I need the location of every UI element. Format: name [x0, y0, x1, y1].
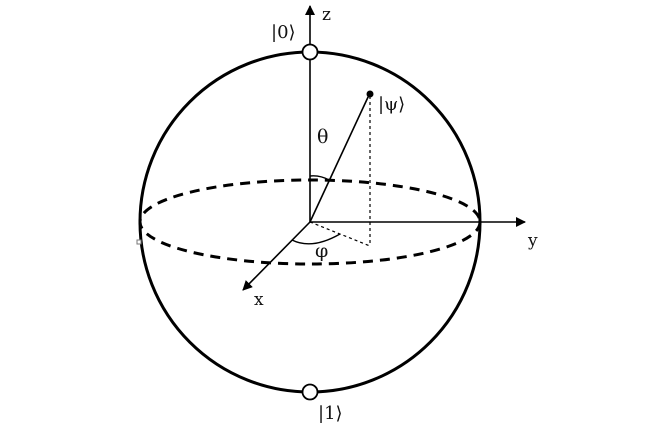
edge-marker [136, 239, 142, 245]
y-axis-label: y [527, 231, 538, 251]
phi-label: φ [315, 240, 328, 262]
north-pole-marker [301, 43, 319, 61]
psi-point [366, 90, 374, 98]
x-axis [242, 221, 311, 291]
ket-one-label: |1⟩ [318, 403, 343, 424]
phi-arc [291, 233, 341, 245]
ket-zero-label: |0⟩ [271, 22, 296, 43]
theta-arc [309, 175, 330, 181]
z-axis-label: z [322, 5, 331, 25]
theta-label: θ [317, 126, 328, 148]
south-pole-marker [301, 383, 319, 401]
psi-vector [309, 94, 370, 223]
ket-psi-label: |ψ⟩ [378, 94, 405, 115]
x-axis-label: x [254, 290, 264, 310]
